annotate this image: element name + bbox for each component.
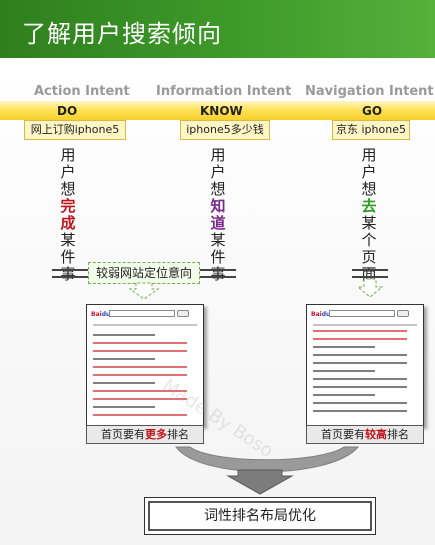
description-char: 用 bbox=[210, 146, 226, 164]
description-char: 想 bbox=[210, 180, 226, 198]
description-char: 某 bbox=[60, 231, 76, 249]
result-lines-right bbox=[313, 324, 417, 412]
action-intent-label: Action Intent bbox=[34, 84, 130, 99]
left-serp-caption: 首页要有更多排名 bbox=[86, 425, 204, 444]
information-intent-label: Information Intent bbox=[156, 84, 292, 99]
go-divider bbox=[352, 269, 388, 278]
description-char: 个 bbox=[361, 231, 377, 249]
go-label: GO bbox=[362, 104, 383, 118]
search-field bbox=[109, 310, 175, 317]
result-lines-left bbox=[93, 324, 197, 416]
know-example-query: iphone5多少钱 bbox=[180, 120, 270, 140]
go-example-query: 京东 iphone5 bbox=[332, 120, 410, 140]
page-title: 了解用户搜索倾向 bbox=[22, 20, 222, 48]
description-char: 户 bbox=[361, 163, 377, 181]
go-description: 用户想去某个页面 bbox=[359, 147, 379, 283]
weak-arrow-icon bbox=[128, 282, 160, 300]
right-serp-caption: 首页要有较高排名 bbox=[306, 425, 424, 444]
search-field bbox=[329, 310, 395, 317]
description-char: 户 bbox=[210, 163, 226, 181]
result-label: 词性排名布局优化 bbox=[148, 501, 372, 531]
description-char: 想 bbox=[60, 180, 76, 198]
do-label: DO bbox=[57, 104, 78, 118]
know-divider bbox=[198, 269, 236, 278]
title-banner: 了解用户搜索倾向 bbox=[0, 0, 435, 58]
know-label: KNOW bbox=[200, 104, 243, 118]
description-char: 完 bbox=[60, 197, 76, 215]
description-char: 件 bbox=[60, 248, 76, 266]
search-button bbox=[177, 310, 189, 317]
serp-card-right: Baidu百度 bbox=[306, 304, 424, 426]
down-arrow-icon bbox=[226, 469, 294, 495]
description-char: 知 bbox=[210, 197, 226, 215]
description-char: 去 bbox=[361, 197, 377, 215]
description-char: 用 bbox=[60, 146, 76, 164]
search-button bbox=[397, 310, 409, 317]
description-char: 道 bbox=[210, 214, 226, 232]
result-box: 词性排名布局优化 bbox=[144, 497, 376, 535]
description-char: 用 bbox=[361, 146, 377, 164]
serp-card-left: Baidu百度 bbox=[86, 304, 204, 426]
intent-code-bar bbox=[0, 101, 435, 120]
description-char: 某 bbox=[210, 231, 226, 249]
description-char: 成 bbox=[60, 214, 76, 232]
do-example-query: 网上订购iphone5 bbox=[24, 120, 126, 140]
description-char: 件 bbox=[210, 248, 226, 266]
description-char: 某 bbox=[361, 214, 377, 232]
go-arrow-icon bbox=[356, 278, 384, 298]
navigation-intent-label: Navigation Intent bbox=[305, 84, 434, 99]
description-char: 想 bbox=[361, 180, 377, 198]
description-char: 户 bbox=[60, 163, 76, 181]
merge-curve-icon bbox=[175, 446, 360, 473]
do-divider bbox=[52, 269, 88, 278]
description-char: 页 bbox=[361, 248, 377, 266]
